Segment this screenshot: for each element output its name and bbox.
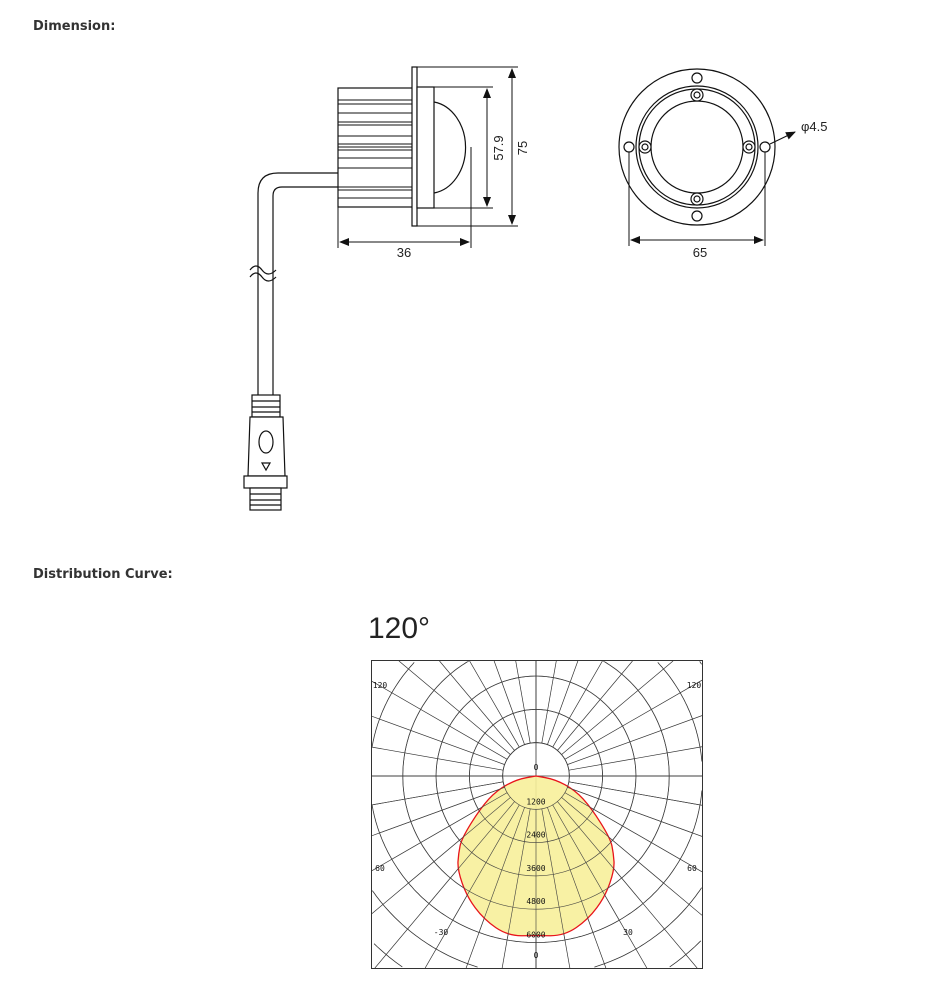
radial-line: [568, 746, 702, 771]
ring-label: 4800: [526, 897, 545, 906]
radial-line: [561, 661, 674, 755]
side-view: [243, 66, 518, 511]
radial-line: [452, 804, 520, 921]
angle-label-left: 60: [375, 864, 385, 873]
radial-line: [564, 792, 681, 860]
angle-label-top-right: 120: [687, 681, 702, 690]
ring-label: 2400: [526, 831, 545, 840]
dimension-heading: Dimension:: [33, 19, 116, 34]
ring-label: 6000: [526, 931, 545, 940]
radial-line: [379, 787, 505, 834]
beam-angle-title: 120°: [368, 612, 431, 645]
angle-label-bottom: 0: [534, 951, 539, 960]
angle-label-bottom-right: 30: [623, 928, 633, 937]
ring-label: 0: [534, 763, 539, 772]
angle-label-right: 60: [687, 864, 697, 873]
radial-line: [391, 792, 508, 860]
ring-label: 1200: [526, 797, 545, 806]
radial-line: [567, 787, 693, 834]
radial-line: [506, 808, 531, 941]
radial-line: [552, 804, 620, 921]
radial-line: [515, 661, 531, 744]
radial-line: [493, 661, 525, 745]
radial-line: [541, 808, 566, 941]
radial-line: [557, 801, 644, 904]
radial-line: [439, 661, 515, 751]
depth-label: 36: [397, 245, 411, 260]
front-view: [618, 68, 796, 246]
radial-line: [552, 661, 603, 748]
radial-line: [469, 661, 520, 748]
radial-line: [372, 781, 504, 806]
dimension-drawing: 36 57.9 75 65 φ4.5: [243, 66, 828, 511]
radial-line: [372, 681, 508, 760]
angle-label-bottom-left: -30: [434, 928, 449, 937]
ring-label: 3600: [526, 864, 545, 873]
hole-diameter-label: φ4.5: [801, 119, 828, 134]
radial-line: [557, 661, 633, 751]
radial-line: [547, 661, 579, 745]
hole-spacing-label: 65: [693, 245, 707, 260]
distribution-curve-heading: Distribution Curve:: [33, 567, 173, 582]
lens-diameter-label: 57.9: [491, 135, 506, 160]
radial-line: [561, 797, 664, 884]
polar-ring: [372, 661, 702, 968]
radial-line: [547, 807, 594, 933]
radial-line: [567, 715, 702, 765]
radial-line: [408, 797, 511, 884]
flange-diameter-label: 75: [515, 141, 530, 155]
radial-line: [478, 807, 525, 933]
polar-distribution-chart: 0 1200 2400 3600 4800 6000 120 120 60 60 -30 30 0: [371, 660, 703, 969]
radial-line: [372, 715, 505, 765]
radial-line: [564, 679, 702, 760]
angle-label-top-left: 120: [373, 681, 388, 690]
radial-line: [398, 661, 511, 755]
polar-ring: [372, 662, 702, 943]
radial-line: [568, 781, 701, 806]
polar-ring: [502, 742, 570, 810]
radial-line: [541, 661, 557, 744]
radial-line: [428, 801, 515, 904]
